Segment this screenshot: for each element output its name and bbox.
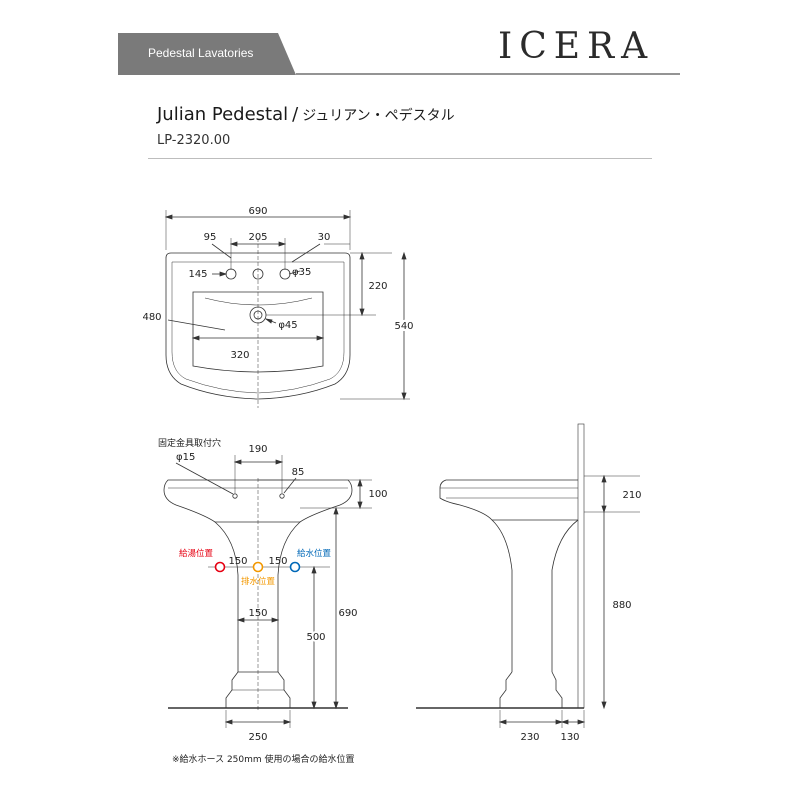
side-pedestal-neck: [491, 519, 579, 672]
fixing-hole-left: [232, 493, 238, 499]
dim-wall-offset: 130: [560, 732, 579, 743]
dim-hole-offset: 95: [204, 232, 217, 243]
wall: [577, 423, 585, 709]
dim-overall-height: 880: [612, 600, 631, 611]
dim-basin-height-side: 210: [622, 490, 641, 501]
drain-hole-outer: [249, 306, 267, 324]
side-view: [416, 423, 640, 728]
basin-inner-rim-top: [171, 261, 345, 394]
drain-label: 排水位置: [241, 576, 276, 587]
dim-drain-setback: 220: [368, 281, 387, 292]
dim-hole-diameter: φ35: [292, 267, 311, 278]
bowl-overflow: [204, 297, 313, 306]
side-pedestal-base: [499, 671, 563, 709]
dim-faucet-spread: 205: [248, 232, 267, 243]
dim-hot-offset: 150: [228, 556, 247, 567]
dim-bowl-depth: 320: [230, 350, 249, 361]
dim-depth: 540: [394, 321, 413, 332]
title-separator: /: [292, 104, 299, 125]
fixing-hole-label: 固定金具取付穴: [158, 437, 221, 449]
product-name: Julian Pedestal: [157, 104, 289, 125]
dim-basin-height-front: 100: [368, 489, 387, 500]
dim-width: 690: [248, 206, 267, 217]
dim-cold-offset: 150: [268, 556, 287, 567]
category-label: Pedestal Lavatories: [148, 46, 254, 60]
dim-drain-diameter: φ45: [278, 320, 297, 331]
fixing-hole-right: [279, 493, 285, 499]
faucet-hole-right: [279, 268, 291, 280]
dim-bowl-width: 480: [142, 312, 161, 323]
dim-base-depth: 230: [520, 732, 539, 743]
model-number: LP-2320.00: [157, 133, 231, 148]
front-view: [163, 455, 372, 728]
dim-fixing-hole-diameter: φ15: [176, 452, 195, 463]
dim-fixing-offset: 85: [292, 467, 305, 478]
product-title: Julian Pedestal/ジュリアン・ペデスタル: [157, 104, 455, 125]
drain-marker: [252, 561, 264, 573]
hot-water-marker: [214, 561, 226, 573]
dim-rim-height: 690: [338, 608, 357, 619]
dim-edge-offset: 30: [318, 232, 331, 243]
hot-water-label: 給湯位置: [179, 548, 214, 559]
cold-water-label: 給水位置: [297, 548, 332, 559]
basin-outline-top: [165, 252, 351, 400]
cold-water-marker: [289, 561, 301, 573]
faucet-hole-left: [225, 268, 237, 280]
dim-supply-height: 500: [306, 632, 325, 643]
front-pedestal-neck: [214, 521, 301, 610]
top-view: [164, 210, 410, 408]
dim-hole-setback: 145: [188, 269, 207, 280]
dim-fixing-spread: 190: [248, 444, 267, 455]
brand-logo: ICERA: [498, 26, 655, 67]
side-basin-outline: [439, 479, 578, 521]
dim-pedestal-width: 150: [248, 608, 267, 619]
product-name-jp: ジュリアン・ペデスタル: [302, 108, 455, 124]
bowl-outline: [192, 291, 324, 373]
dim-base-width: 250: [248, 732, 267, 743]
title-divider: [148, 158, 652, 159]
footnote: ※給水ホース 250mm 使用の場合の給水位置: [172, 755, 355, 765]
